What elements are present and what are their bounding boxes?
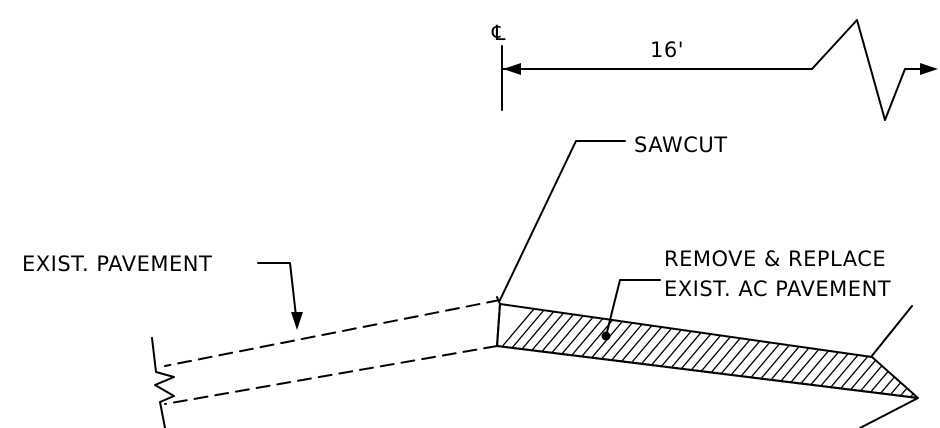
dimension-arrow-left bbox=[503, 63, 521, 75]
existing-pavement-callout: EXIST. PAVEMENT bbox=[22, 252, 303, 330]
hatch-line bbox=[626, 304, 738, 398]
hatch-line bbox=[681, 304, 793, 398]
remove-replace-area bbox=[496, 290, 940, 420]
remove-replace-dot bbox=[601, 331, 611, 341]
hatch-line bbox=[670, 304, 782, 398]
hatch-line bbox=[901, 304, 918, 398]
centerline-symbol: ℄ bbox=[491, 21, 506, 45]
hatch-line bbox=[791, 304, 903, 398]
remove-replace-end-leader bbox=[870, 305, 913, 358]
hatch-line bbox=[813, 304, 918, 398]
existing-pavement-leader bbox=[257, 262, 298, 326]
dimension-arrow-right bbox=[920, 63, 938, 75]
hatch-line bbox=[912, 304, 918, 398]
hatch-line bbox=[747, 304, 859, 398]
hatch-line bbox=[497, 304, 573, 398]
sawcut-leader bbox=[499, 140, 626, 301]
hatch-line bbox=[868, 304, 918, 398]
existing-pavement-arrowhead bbox=[291, 312, 303, 330]
hatch-line bbox=[659, 304, 771, 398]
hatch-line bbox=[857, 304, 918, 398]
dimension-value: 16' bbox=[650, 38, 684, 62]
hatch-line bbox=[582, 304, 694, 398]
existing-pavement bbox=[151, 299, 501, 428]
sawcut-callout: SAWCUT bbox=[499, 133, 728, 301]
hatch-line bbox=[615, 304, 727, 398]
hatch-line bbox=[824, 304, 918, 398]
hatch-line bbox=[736, 304, 848, 398]
hatch-line bbox=[497, 304, 606, 398]
hatch-line bbox=[505, 304, 617, 398]
hatch-line bbox=[692, 304, 804, 398]
hatch-line bbox=[780, 304, 892, 398]
hatch-line bbox=[538, 304, 650, 398]
hatch-line bbox=[648, 304, 760, 398]
existing-pavement-top bbox=[164, 299, 501, 367]
hatch-line bbox=[935, 290, 940, 420]
break-line-left bbox=[151, 337, 175, 428]
hatch-line bbox=[604, 304, 716, 398]
hatch-line bbox=[714, 304, 826, 398]
hatch-line bbox=[890, 304, 918, 398]
hatch-line bbox=[571, 304, 683, 398]
hatch-line bbox=[497, 304, 551, 398]
hatch-line bbox=[593, 304, 705, 398]
remove-replace-leader bbox=[605, 279, 661, 337]
existing-pavement-label: EXIST. PAVEMENT bbox=[22, 252, 212, 276]
remove-replace-label-line2: EXIST. AC PAVEMENT bbox=[664, 277, 891, 301]
sawcut-label: SAWCUT bbox=[634, 133, 728, 157]
centerline-marker: ℄ bbox=[491, 21, 506, 111]
hatch-line bbox=[725, 304, 837, 398]
remove-replace-label-line1: REMOVE & REPLACE bbox=[664, 247, 886, 271]
remove-replace-callout: REMOVE & REPLACE EXIST. AC PAVEMENT bbox=[601, 247, 913, 358]
hatch-line bbox=[637, 304, 749, 398]
existing-pavement-bottom bbox=[164, 345, 498, 405]
hatch-line bbox=[924, 290, 940, 420]
dimension-break-symbol bbox=[811, 19, 926, 121]
pavement-bottom-edge bbox=[496, 345, 919, 428]
dimension-16ft: 16' bbox=[502, 19, 938, 121]
hatch-line bbox=[703, 304, 815, 398]
